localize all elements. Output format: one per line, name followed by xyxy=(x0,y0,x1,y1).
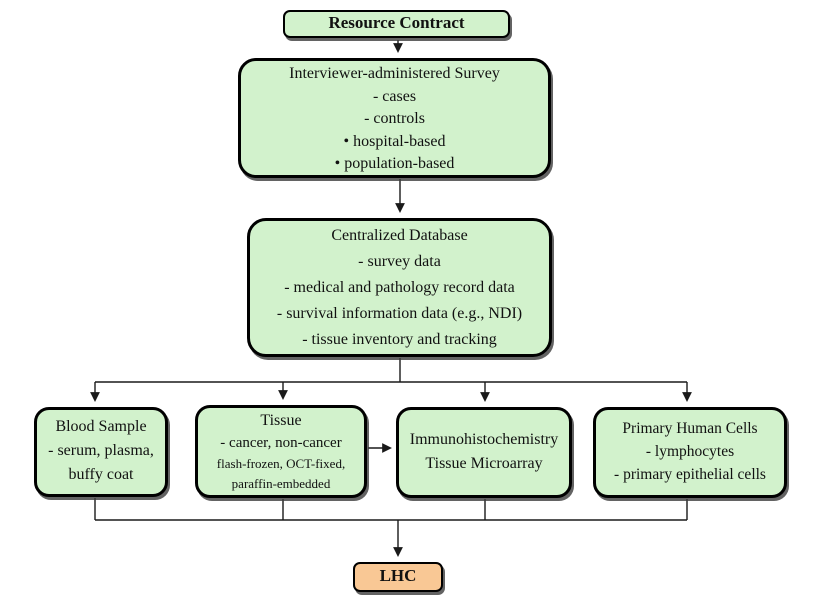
immunohistochemistry-title: Immunohistochemistry xyxy=(409,431,559,448)
database-line: - survey data xyxy=(358,253,441,270)
resource-contract-box: Resource Contract xyxy=(283,10,510,38)
database-line: - tissue inventory and tracking xyxy=(302,331,497,348)
primary-human-cells-box: Primary Human Cells - lymphocytes - prim… xyxy=(593,407,787,498)
immunohistochemistry-line: Tissue Microarray xyxy=(425,455,543,472)
primary-human-cells-title: Primary Human Cells xyxy=(622,420,758,437)
tissue-box: Tissue - cancer, non-cancer flash-frozen… xyxy=(195,405,367,498)
survey-title: Interviewer-administered Survey xyxy=(289,65,500,82)
blood-sample-line: - serum, plasma, xyxy=(48,442,154,459)
tissue-title: Tissue xyxy=(260,412,302,429)
lhc-label: LHC xyxy=(379,566,417,585)
database-line: - survival information data (e.g., NDI) xyxy=(276,305,523,322)
survey-line: - cases xyxy=(372,87,417,105)
survey-line: - controls xyxy=(364,110,425,127)
blood-sample-box: Blood Sample - serum, plasma, buffy coat xyxy=(34,407,168,497)
lhc-box: LHC xyxy=(353,562,443,592)
database-title: Centralized Database xyxy=(331,227,468,244)
immunohistochemistry-box: Immunohistochemistry Tissue Microarray xyxy=(396,407,572,498)
blood-sample-title: Blood Sample xyxy=(55,418,147,435)
database-box: Centralized Database - survey data - med… xyxy=(247,218,552,357)
tissue-line: - cancer, non-cancer xyxy=(220,435,342,451)
tissue-line: flash-frozen, OCT-fixed, xyxy=(216,456,346,471)
survey-line: • hospital-based xyxy=(343,132,446,150)
survey-box: Interviewer-administered Survey - cases … xyxy=(238,58,551,178)
primary-human-cells-line: - lymphocytes xyxy=(645,443,735,460)
database-line: - medical and pathology record data xyxy=(284,279,515,296)
primary-human-cells-line: - primary epithelial cells xyxy=(614,466,766,483)
blood-sample-line: buffy coat xyxy=(68,466,134,483)
survey-line: • population-based xyxy=(334,155,455,172)
tissue-line: paraffin-embedded xyxy=(231,476,331,491)
resource-contract-label: Resource Contract xyxy=(328,13,465,32)
